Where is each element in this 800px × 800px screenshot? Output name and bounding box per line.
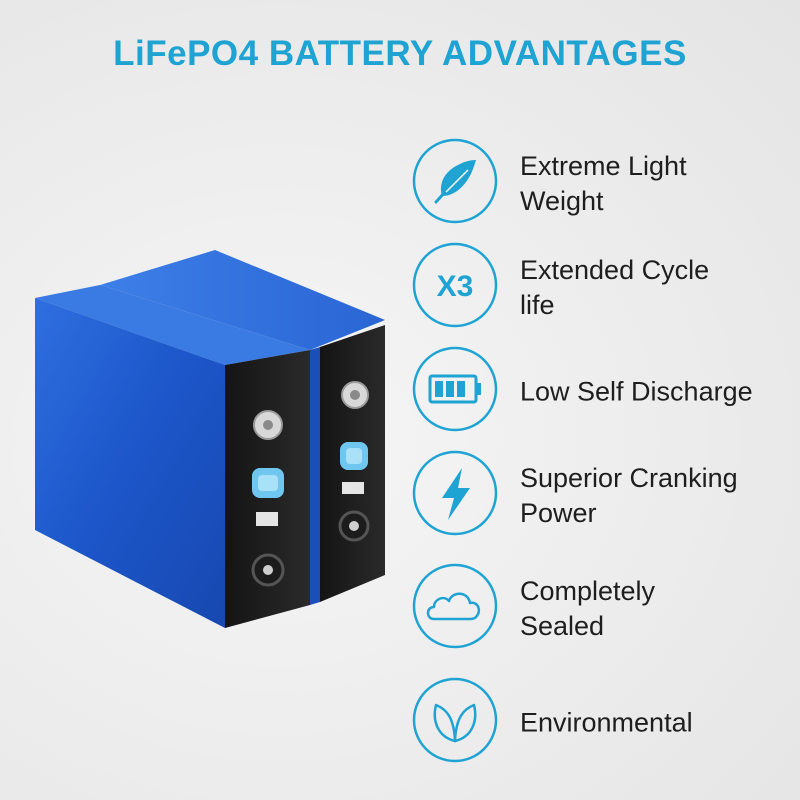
feature-label: Extended Cycle life <box>520 253 790 323</box>
feature-label-line1: Completely <box>520 576 656 606</box>
feature-label-line1: Extreme Light <box>520 151 687 181</box>
feature-light-weight: Extreme Light Weight <box>412 138 792 230</box>
feature-label-line1: Low Self Discharge <box>520 376 753 407</box>
feature-cranking-power: Superior Cranking Power <box>412 450 792 542</box>
feature-label-line1: Superior Cranking <box>520 463 738 493</box>
page-title: LiFePO4 BATTERY ADVANTAGES <box>113 34 687 73</box>
feather-icon <box>412 138 498 224</box>
feature-label-line2: Sealed <box>520 611 605 641</box>
feature-label-line2: Power <box>520 498 597 528</box>
x3-icon: X3 <box>412 242 498 328</box>
feature-label: Low Self Discharge <box>520 375 790 410</box>
lightning-icon <box>412 450 498 536</box>
feature-cycle-life: X3 Extended Cycle life <box>412 242 792 334</box>
leaf-icon <box>412 677 498 763</box>
feature-label: Environmental <box>520 706 790 741</box>
feature-completely-sealed: Completely Sealed <box>412 563 792 655</box>
feature-label-line2: life <box>520 290 555 320</box>
feature-label: Extreme Light Weight <box>520 149 790 219</box>
feature-environmental: Environmental <box>412 677 792 769</box>
feature-label-line2: Weight <box>520 186 604 216</box>
x3-icon-text: X3 <box>437 270 474 303</box>
battery-icon <box>412 346 498 432</box>
feature-low-self-discharge: Low Self Discharge <box>412 346 792 438</box>
feature-label-line1: Environmental <box>520 707 693 738</box>
feature-label-line1: Extended Cycle <box>520 255 710 285</box>
cloud-icon <box>412 563 498 649</box>
feature-label: Superior Cranking Power <box>520 461 790 531</box>
feature-label: Completely Sealed <box>520 574 790 644</box>
battery-cells-image <box>20 230 400 630</box>
